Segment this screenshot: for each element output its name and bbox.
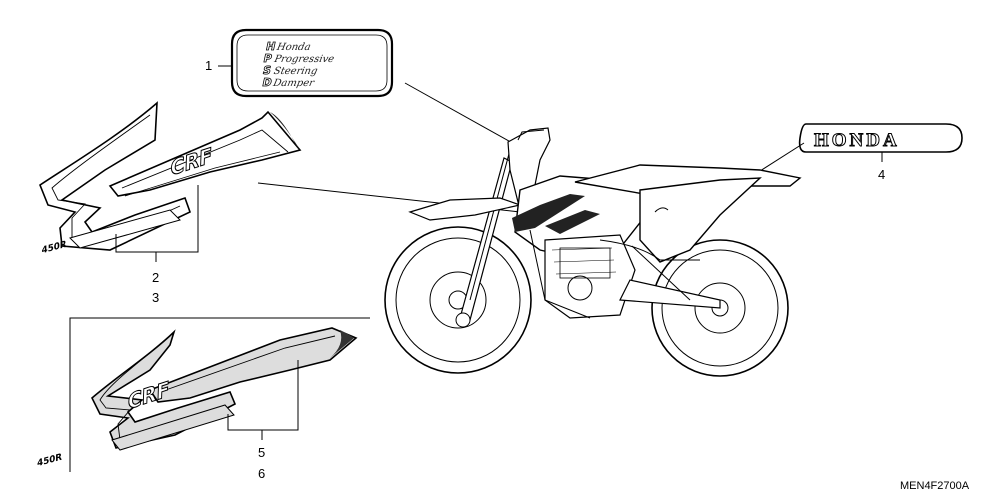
- honda-emblem: HONDA: [798, 123, 963, 153]
- callout-5: 5: [258, 445, 265, 460]
- svg-text:P: P: [262, 52, 273, 65]
- honda-emblem-text: HONDA: [814, 130, 900, 151]
- hpsd-line-progressive: Progressive: [272, 54, 335, 65]
- shroud-stripe-upper: CRF 450R: [39, 101, 302, 257]
- callout-4: 4: [878, 167, 885, 182]
- stripe-model-text: 450R: [42, 239, 67, 257]
- hpsd-line-damper: Damper: [271, 78, 316, 89]
- svg-text:D: D: [261, 76, 273, 89]
- motorcycle-illustration: [384, 127, 802, 377]
- svg-text:H: H: [265, 40, 277, 53]
- callout-6: 6: [258, 466, 265, 481]
- callout-1: 1: [205, 58, 212, 73]
- callout-2: 2: [152, 270, 159, 285]
- hpsd-line-honda: Honda: [275, 42, 312, 53]
- stripe-lower-crf-text: CRF: [127, 376, 169, 414]
- hpsd-line-steering: Steering: [273, 66, 319, 77]
- svg-text:S: S: [262, 64, 273, 77]
- hpsd-badge: H P S D Honda Progressive Steering Dampe…: [230, 28, 394, 98]
- shroud-stripe-lower: CRF 450R: [37, 327, 358, 469]
- stripe-lower-model-text: 450R: [37, 451, 62, 469]
- diagram-code: MEN4F2700A: [900, 480, 970, 492]
- callout-3: 3: [152, 290, 159, 305]
